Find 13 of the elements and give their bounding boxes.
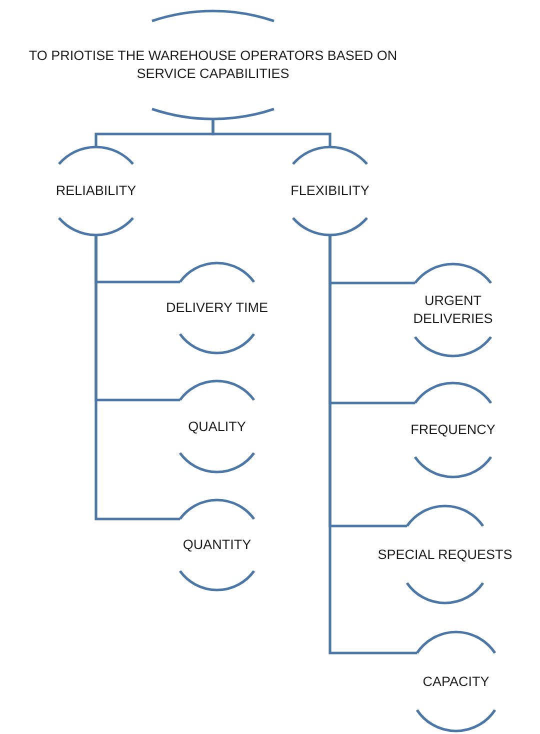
node-label: FREQUENCY <box>410 421 496 439</box>
node-label: TO PRIOTISE THE WAREHOUSE OPERATORS BASED ON SERVICE CAPABILITIES <box>28 47 398 83</box>
node-label: FLEXIBILITY <box>290 182 370 200</box>
node-label: CAPACITY <box>422 672 490 690</box>
connector-line <box>328 235 417 654</box>
node-label: URGENT DELIVERIES <box>412 292 494 328</box>
node-label: QUANTITY <box>182 536 252 554</box>
connector-line <box>212 119 332 147</box>
node-label: DELIVERY TIME <box>166 299 268 317</box>
node-label: RELIABILITY <box>56 182 136 200</box>
node-label: QUALITY <box>188 418 246 436</box>
connector-line <box>94 235 180 520</box>
node-label: SPECIAL REQUESTS <box>378 546 512 564</box>
